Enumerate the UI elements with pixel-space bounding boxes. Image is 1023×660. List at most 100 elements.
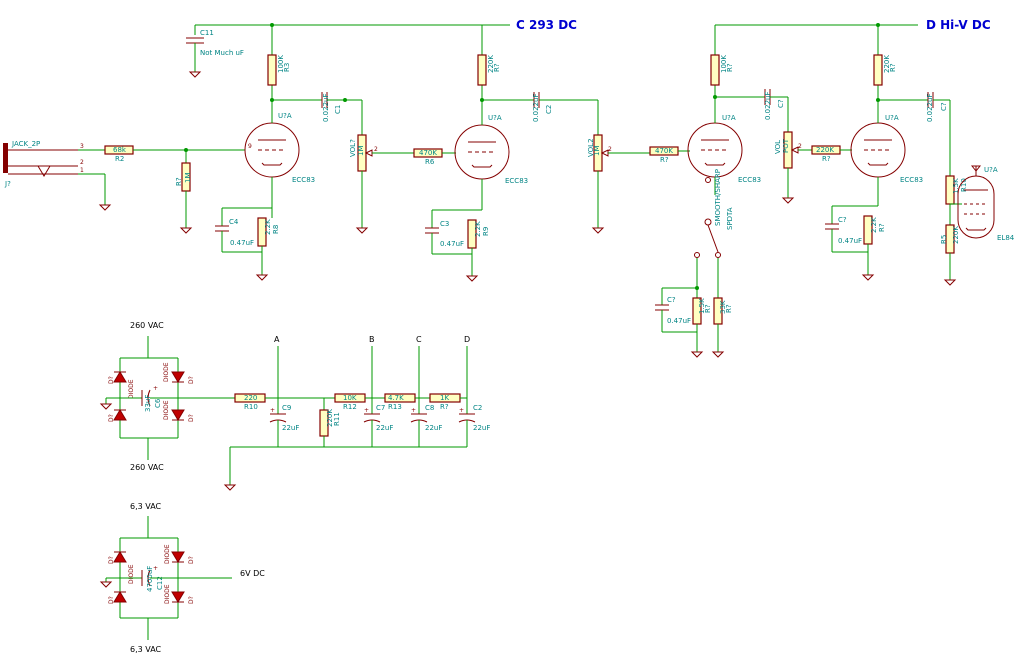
stage3-c-sw-ref-label: C?: [667, 296, 676, 304]
stage2-c-cath-ref-label: C3: [440, 220, 449, 228]
psu-r10-ref-label: R10: [244, 403, 258, 411]
psu-diode-ref-label: D?: [108, 556, 115, 564]
stage3-switch-ref-label: SPDTA: [726, 207, 734, 230]
stage3-switch-name-label: SMOOTH/SHARP: [714, 169, 722, 226]
stage2-vol-val-label: 1M: [593, 146, 601, 157]
psu-diode-label: DIODE: [164, 584, 171, 604]
stage3-r-in-ref-label: R?: [660, 156, 669, 164]
stage3-r-sw2-ref-label: R?: [725, 304, 733, 313]
svg-text:+: +: [411, 407, 416, 414]
psu-diode-ref-label: D?: [188, 596, 195, 604]
psu-node-d-label: D: [464, 335, 470, 344]
heater-dc-out-label: 6V DC: [240, 569, 265, 578]
psu-r11-val-label: 220K: [326, 409, 334, 427]
stage2-r-plate-val-label: 220K: [487, 55, 495, 73]
output-r-cath-val-label: 220K: [952, 226, 960, 244]
psu-vac-top-label: 260 VAC: [130, 321, 164, 330]
stage1-r-in-val-label: 68k: [113, 146, 127, 154]
svg-text:2: 2: [374, 146, 378, 153]
stage3-tube-val-label: ECC83: [738, 176, 761, 184]
stage2-c-couple-ref-label: C2: [545, 105, 553, 114]
stage3-tube-ref-label: U?A: [722, 114, 736, 122]
stage2-r-cath-ref-label: R9: [482, 227, 490, 236]
psu-diode-ref-label: D?: [188, 376, 195, 384]
output-r-cath-ref-label: R5: [940, 235, 948, 244]
stage1-r-cath-val-label: 2.2K: [264, 219, 272, 235]
stage3-vol-ref-label: VOL: [774, 140, 782, 154]
psu-c8-ref-label: C8: [425, 404, 434, 412]
rail-c-label: C 293 DC: [516, 18, 577, 32]
output-r-grid-ref-label: R10: [960, 178, 968, 192]
psu-diode-ref-label: D?: [108, 376, 115, 384]
stage2-r-in-ref-label: R6: [425, 158, 435, 166]
input-pin1-label: 1: [80, 167, 84, 174]
stage4-r-cath-val-label: 2.2K: [870, 217, 878, 233]
stage2-tube-val-label: ECC83: [505, 177, 528, 185]
capacitor-c11: C11 Not Much uF: [186, 29, 244, 78]
stage3-c-couple-val-label: 0.022uF: [764, 91, 772, 120]
stage1-vol-val-label: 1M: [357, 146, 365, 157]
stage4-tube-ref-label: U?A: [885, 114, 899, 122]
heater-c12-val-label: 4700uF: [146, 566, 154, 592]
heater-c12-ref-label: C12: [156, 576, 164, 590]
svg-text:9: 9: [248, 143, 252, 150]
stage1-r-plate-val-label: 100K: [277, 55, 285, 73]
stage1-tube-ref-label: U?A: [278, 112, 292, 120]
psu-c9-ref-label: C9: [282, 404, 291, 412]
psu-diode-ref-label: D?: [108, 414, 115, 422]
stage4-r-cath-ref-label: R?: [878, 223, 886, 232]
psu-c7-ref-label: C7: [376, 404, 385, 412]
psu-r12-ref-label: R12: [343, 403, 357, 411]
psu-r11-ref-label: R11: [333, 412, 341, 426]
output-tube-val-label: EL84: [997, 234, 1015, 242]
svg-text:+: +: [153, 385, 158, 392]
stage1-r-cath-ref-label: R8: [272, 225, 280, 234]
psu-c8-val-label: 22uF: [425, 424, 442, 432]
psu-diode-ref-label: D?: [188, 556, 195, 564]
heater-vac-bot-label: 6,3 VAC: [130, 645, 162, 654]
stage4-r-in-ref-label: R?: [822, 155, 831, 163]
psu-c9-val-label: 22uF: [282, 424, 299, 432]
stage1-c11-val-label: Not Much uF: [200, 49, 244, 57]
svg-text:+: +: [270, 407, 275, 414]
stage2: 470K R6 U?A ECC83 220K R? C2 0.022uF 2 1…: [413, 54, 650, 282]
psu-node-b-label: B: [369, 335, 375, 344]
stage3-r-in-val-label: 470K: [655, 147, 673, 155]
rail-c: C 293 DC: [194, 18, 577, 55]
psu-diode-label: DIODE: [128, 564, 135, 584]
stage3-c-couple-ref-label: C?: [777, 99, 785, 108]
psu-r12-val-label: 10K: [343, 394, 357, 402]
psu-r13-val-label: 4.7K: [388, 394, 404, 402]
psu-r13-ref-label: R13: [388, 403, 402, 411]
stage3-r-sw2-val-label: 33K: [719, 300, 727, 314]
stage1-r-in-ref-label: R2: [115, 155, 124, 163]
psu-r14-val-label: 1K: [440, 394, 449, 402]
stage3-r-plate-val-label: 100K: [720, 55, 728, 73]
stage3-r-sw1-val-label: 1.5K: [698, 298, 706, 314]
psu-diode-ref-label: D?: [188, 414, 195, 422]
stage3-vol-val-label: POT: [782, 138, 790, 153]
svg-text:+: +: [459, 407, 464, 414]
stage2-c-couple-val-label: 0.022uF: [532, 93, 540, 122]
psu-c6-val-label: 33uF: [144, 395, 152, 412]
stage2-r-plate-ref-label: R?: [493, 63, 501, 72]
psu-diode-label: DIODE: [163, 400, 170, 420]
input-jack: JACK_2P J? 3 2 1: [3, 140, 112, 211]
rail-d-label: D Hi-V DC: [926, 18, 991, 32]
stage1-r-grid-val-label: 1M: [184, 173, 192, 184]
stage2-c-cath-val-label: 0.47uF: [440, 240, 464, 248]
psu-diode-label: DIODE: [163, 362, 170, 382]
heater-supply: 6,3 VAC 6,3 VAC D? D? D? D? DIODE DIODE …: [99, 502, 265, 654]
input-pin3-label: 3: [80, 143, 84, 150]
stage4: 220K R? U?A ECC83 220K R? C? 0.022uF C? …: [811, 54, 951, 281]
output-tube-ref-label: U?A: [984, 166, 998, 174]
psu-diode-label: DIODE: [128, 379, 135, 399]
stage2-r-in-val-label: 470K: [419, 149, 437, 157]
stage3-c-sw-val-label: 0.47uF: [667, 317, 691, 325]
stage4-r-plate-val-label: 220K: [883, 55, 891, 73]
input-jack-ref-label: J?: [4, 180, 11, 188]
input-jack-name-label: JACK_2P: [11, 140, 40, 148]
psu-node-a-label: A: [274, 335, 280, 344]
stage4-c-cath-ref-label: C?: [838, 216, 847, 224]
